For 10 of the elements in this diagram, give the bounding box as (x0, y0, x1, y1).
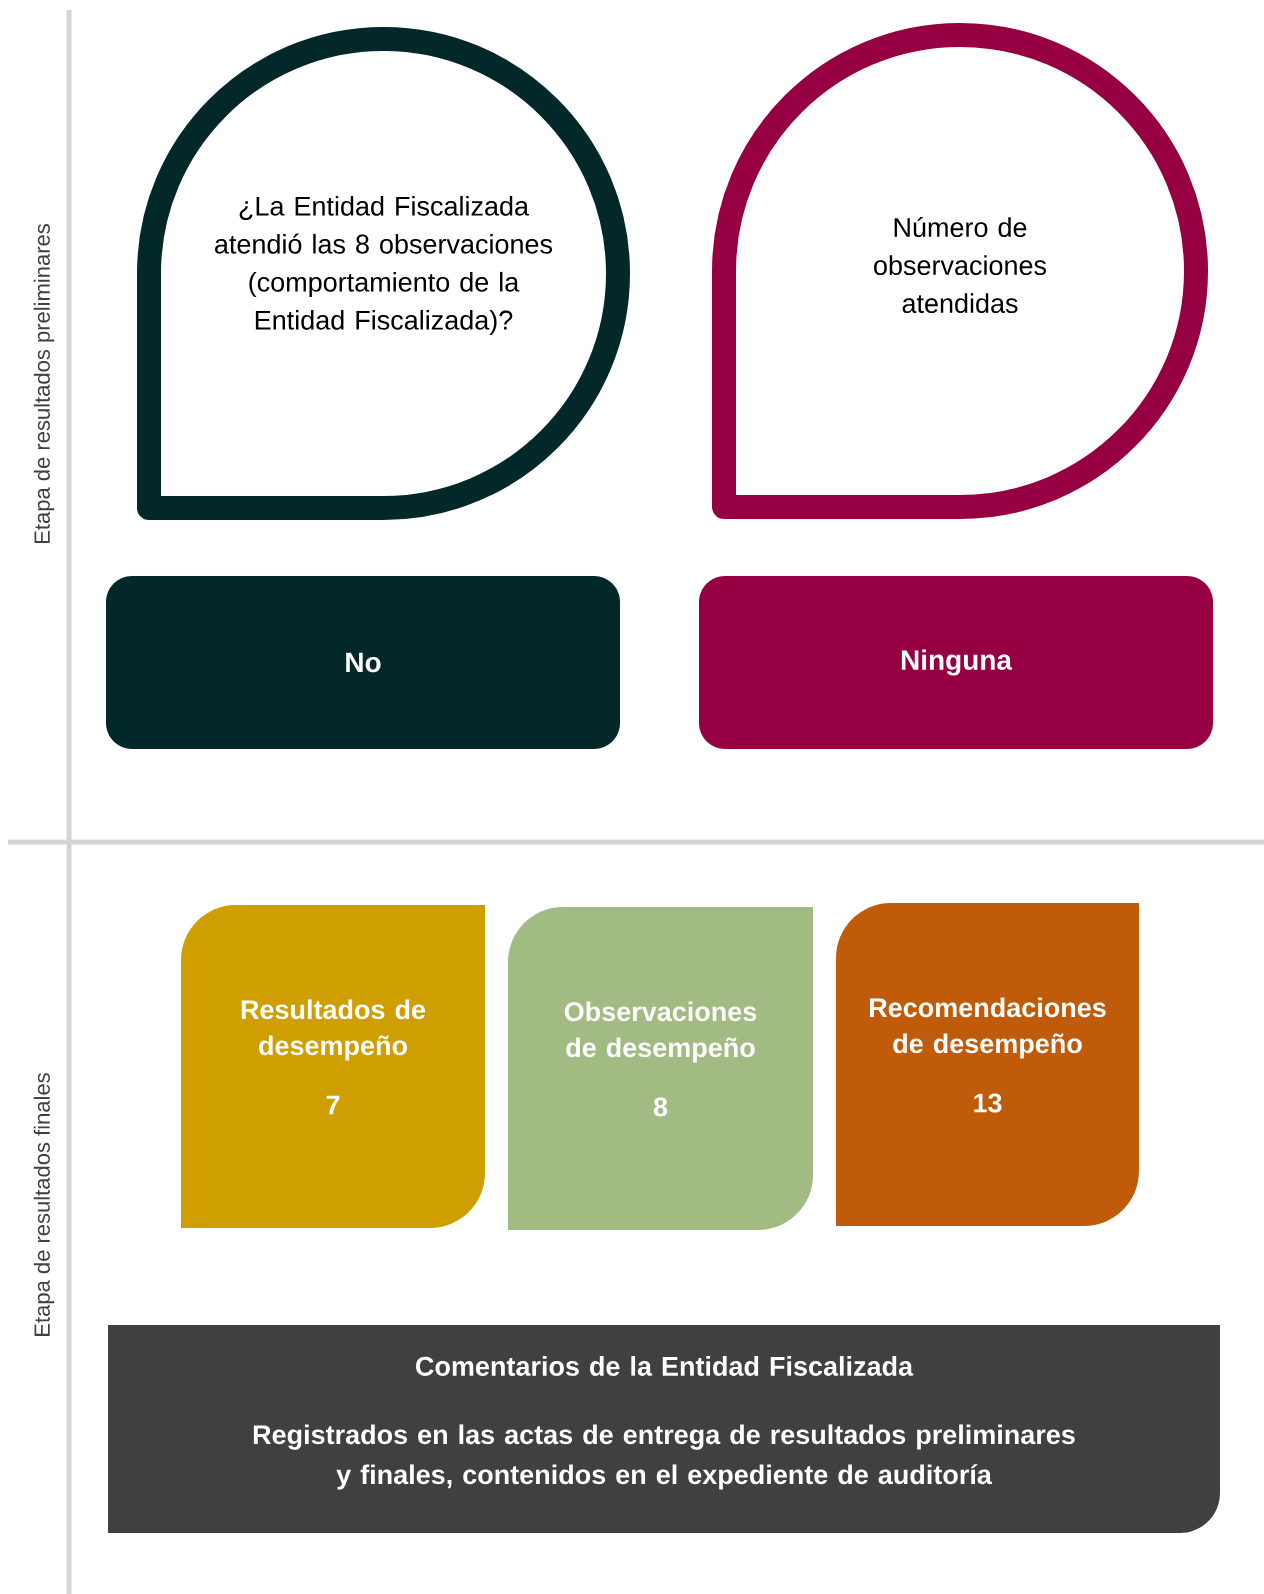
speech-bubble: ¿La Entidad Fiscalizada atendió las 8 observaciones (comportamiento de la Entidad Fiscalizada)? (137, 26, 630, 520)
stage-label: Etapa de resultados finales (33, 1073, 55, 1336)
comment-box: Comentarios de la Entidad Fiscalizada Registrados en las actas de entrega de resultados preliminares y finales, contenidos en el expediente de auditoría (108, 1325, 1220, 1533)
count-card: Recomendaciones de desempeño 13 (836, 903, 1139, 1226)
speech-bubble: Número de observaciones atendidas (712, 22, 1208, 519)
count-card: Resultados de desempeño 7 (181, 905, 485, 1228)
count-card: Observaciones de desempeño 8 (508, 907, 813, 1230)
stage-label: Etapa de resultados preliminares (33, 224, 55, 543)
answer-box: No (106, 576, 620, 749)
answer-box: Ninguna (699, 576, 1213, 749)
